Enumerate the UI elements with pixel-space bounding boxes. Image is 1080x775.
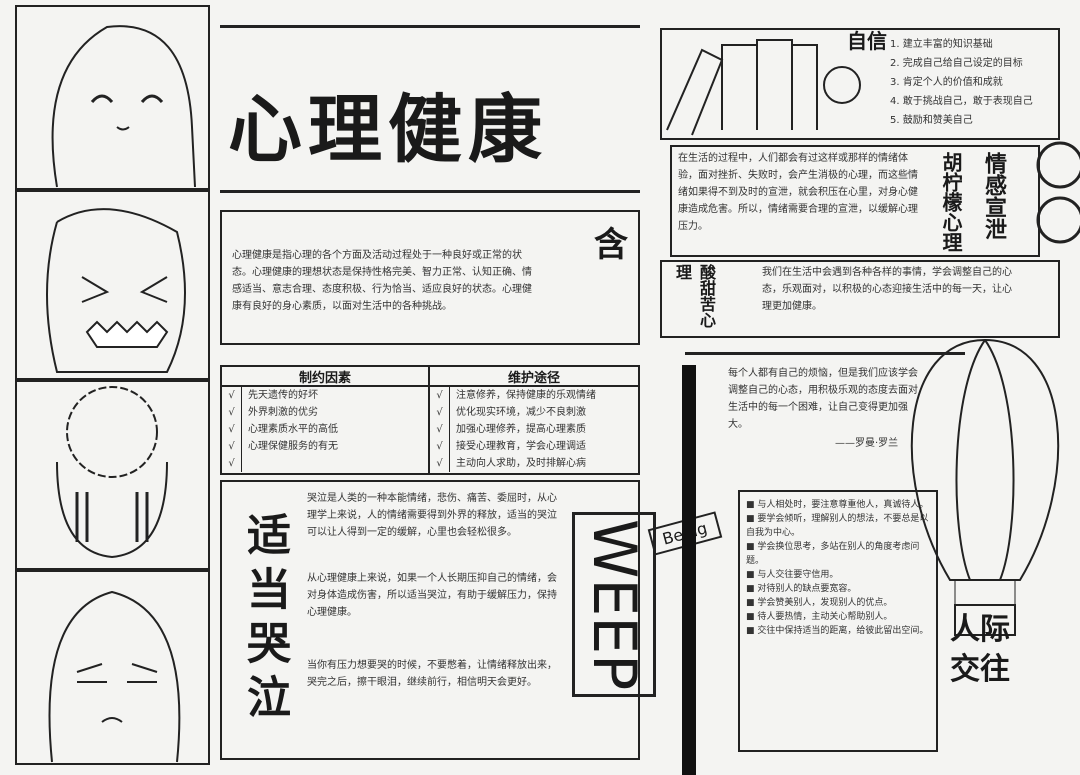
- item-text: 5. 鼓励和赞美自己: [890, 115, 973, 126]
- face-panel-happy: [15, 5, 210, 190]
- item-text: 待人要热情，主动关心帮助别人。: [757, 612, 893, 622]
- cry-heading: 适当哭泣: [239, 512, 290, 728]
- check-icon: √: [430, 438, 450, 455]
- item-text: 与人交往要守信用。: [757, 570, 839, 580]
- social-item: ■ 与人交往要守信用。: [746, 570, 839, 580]
- ways-item: √ 注意修养，保持健康的乐观情绪: [430, 387, 638, 404]
- angry-face-drawing: [46, 208, 186, 373]
- sour-section: 酸甜苦心理 我们在生活中会遇到各种各样的事情，学会调整自己的心态，乐观面对，以积…: [660, 260, 1060, 338]
- social-item: ■ 待人要热情，主动关心帮助别人。: [746, 612, 893, 622]
- item-text: 要学会倾听，理解别人的想法，不要总是以自我为中心。: [746, 514, 929, 538]
- item-text: 先天遗传的好坏: [248, 390, 318, 401]
- conf-item: 2. 完成自己给自己设定的目标: [890, 54, 1033, 73]
- confidence-section: 自信 1. 建立丰富的知识基础 2. 完成自己给自己设定的目标 3. 肯定个人的价值…: [660, 28, 1060, 140]
- social-item: ■ 学会换位思考，多站在别人的角度考虑问题。: [746, 542, 920, 566]
- intro-section: 含 心理健康是指心理的各个方面及活动过程处于一种良好或正常的状态。心理健康的理想…: [220, 210, 640, 345]
- intro-text: 心理健康是指心理的各个方面及活动过程处于一种良好或正常的状态。心理健康的理想状态…: [232, 250, 532, 312]
- check-icon: √: [222, 438, 242, 455]
- social-item: ■ 学会赞美别人，发现别人的优点。: [746, 598, 893, 608]
- sad-face-drawing: [48, 590, 181, 763]
- emotion-side-heading: 胡柠檬心理: [939, 152, 963, 252]
- cry-paragraph: 哭泣是人类的一种本能情绪，悲伤、痛苦、委屈时，从心理学上来说，人的情绪需要得到外…: [307, 493, 557, 538]
- smiling-face-drawing: [51, 25, 196, 188]
- social-section: ■ 与人相处时，要注意尊重他人，真诚待人。 ■ 要学会倾听，理解别人的想法，不要总…: [738, 490, 938, 752]
- conf-item: 1. 建立丰富的知识基础: [890, 35, 1033, 54]
- confidence-heading: 自信: [847, 29, 887, 53]
- item-text: 交往中保持适当的距离，给彼此留出空间。: [757, 626, 929, 636]
- item-text: 对待别人的缺点要宽容。: [757, 584, 857, 594]
- factors-item: √ 心理素质水平的高低: [222, 421, 428, 438]
- factors-item: √: [222, 455, 428, 472]
- weep-label: WEEP: [572, 512, 656, 698]
- crying-face-drawing: [56, 386, 168, 559]
- social-item: ■ 要学会倾听，理解别人的想法，不要总是以自我为中心。: [746, 514, 929, 538]
- ways-item: √ 接受心理教育，学会心理调适: [430, 438, 638, 455]
- lemon-slice-drawing: [1036, 141, 1080, 244]
- quote-author: ——罗曼·罗兰: [835, 438, 899, 449]
- item-text: 主动向人求助，及时排解心病: [456, 458, 586, 469]
- signpost-pole: [682, 365, 696, 775]
- cry-paragraph: 从心理健康上来说，如果一个人长期压抑自己的情绪，会对身体造成伤害，所以适当哭泣，…: [307, 573, 557, 618]
- item-text: 心理保健服务的有无: [248, 441, 338, 452]
- conf-item: 4. 敢于挑战自己，敢于表现自己: [890, 92, 1033, 111]
- emotion-heading: 情感宣泄: [981, 152, 1006, 240]
- factors-heading: 制约因素: [222, 367, 428, 387]
- emotion-section: 在生活的过程中，人们都会有过这样或那样的情绪体验，面对挫折、失败时，会产生消极的…: [670, 145, 1040, 257]
- ways-item: √ 加强心理修养，提高心理素质: [430, 421, 638, 438]
- social-item: ■ 与人相处时，要注意尊重他人，真诚待人。: [746, 500, 929, 510]
- books-drawing: [666, 39, 861, 136]
- check-icon: √: [430, 404, 450, 421]
- check-icon: √: [222, 387, 242, 404]
- face-panel-angry: [15, 190, 210, 380]
- item-text: 优化现实环境，减少不良刺激: [456, 407, 586, 418]
- page-title: 心理健康: [228, 87, 548, 173]
- item-text: 与人相处时，要注意尊重他人，真诚待人。: [757, 500, 929, 510]
- check-icon: √: [430, 421, 450, 438]
- social-heading: 人际交往: [950, 612, 1010, 687]
- item-text: 2. 完成自己给自己设定的目标: [890, 58, 1023, 69]
- check-icon: √: [222, 455, 242, 472]
- sour-heading: 酸甜苦心理: [673, 264, 716, 328]
- item-text: 学会换位思考，多站在别人的角度考虑问题。: [746, 542, 920, 566]
- check-icon: √: [430, 387, 450, 404]
- check-icon: √: [430, 455, 450, 472]
- item-text: 3. 肯定个人的价值和成就: [890, 77, 1003, 88]
- conf-item: 3. 肯定个人的价值和成就: [890, 73, 1033, 92]
- item-text: 1. 建立丰富的知识基础: [890, 39, 993, 50]
- check-icon: √: [222, 421, 242, 438]
- ways-column: 维护途径 √ 注意修养，保持健康的乐观情绪√ 优化现实环境，减少不良刺激√ 加强…: [430, 367, 638, 473]
- factors-item: √ 心理保健服务的有无: [222, 438, 428, 455]
- item-text: 接受心理教育，学会心理调适: [456, 441, 586, 452]
- conf-item: 5. 鼓励和赞美自己: [890, 111, 1033, 130]
- face-panel-crying: [15, 380, 210, 570]
- item-text: 心理素质水平的高低: [248, 424, 338, 435]
- factors-ways-table: 制约因素 √ 先天遗传的好坏√ 外界刺激的优劣√ 心理素质水平的高低√ 心理保健…: [220, 365, 640, 475]
- factors-column: 制约因素 √ 先天遗传的好坏√ 外界刺激的优劣√ 心理素质水平的高低√ 心理保健…: [222, 367, 430, 473]
- cry-section: 适当哭泣 哭泣是人类的一种本能情绪，悲伤、痛苦、委屈时，从心理学上来说，人的情绪…: [220, 480, 656, 760]
- sour-text: 我们在生活中会遇到各种各样的事情，学会调整自己的心态，乐观面对，以积极的心态迎接…: [762, 267, 1012, 312]
- factors-item: √ 外界刺激的优劣: [222, 404, 428, 421]
- item-text: 学会赞美别人，发现别人的优点。: [757, 598, 893, 608]
- quote-text: 每个人都有自己的烦恼，但是我们应该学会调整自己的心态，用积极乐观的态度去面对生活…: [728, 368, 918, 430]
- social-item: ■ 交往中保持适当的距离，给彼此留出空间。: [746, 626, 929, 636]
- emotion-text: 在生活的过程中，人们都会有过这样或那样的情绪体验，面对挫折、失败时，会产生消极的…: [678, 153, 918, 232]
- ways-item: √ 主动向人求助，及时排解心病: [430, 455, 638, 472]
- item-text: 外界刺激的优劣: [248, 407, 318, 418]
- cry-paragraph: 当你有压力想要哭的时候，不要憋着，让情绪释放出来，哭完之后，擦干眼泪，继续前行，…: [307, 660, 557, 688]
- item-text: 4. 敢于挑战自己，敢于表现自己: [890, 96, 1033, 107]
- ways-item: √ 优化现实环境，减少不良刺激: [430, 404, 638, 421]
- factors-item: √ 先天遗传的好坏: [222, 387, 428, 404]
- face-panel-sad: [15, 570, 210, 765]
- item-text: 注意修养，保持健康的乐观情绪: [456, 390, 596, 401]
- item-text: 加强心理修养，提高心理素质: [456, 424, 586, 435]
- hot-air-balloon-drawing: [910, 338, 1060, 636]
- intro-badge: 含: [594, 225, 628, 265]
- social-item: ■ 对待别人的缺点要宽容。: [746, 584, 857, 594]
- ways-heading: 维护途径: [430, 367, 638, 387]
- check-icon: √: [222, 404, 242, 421]
